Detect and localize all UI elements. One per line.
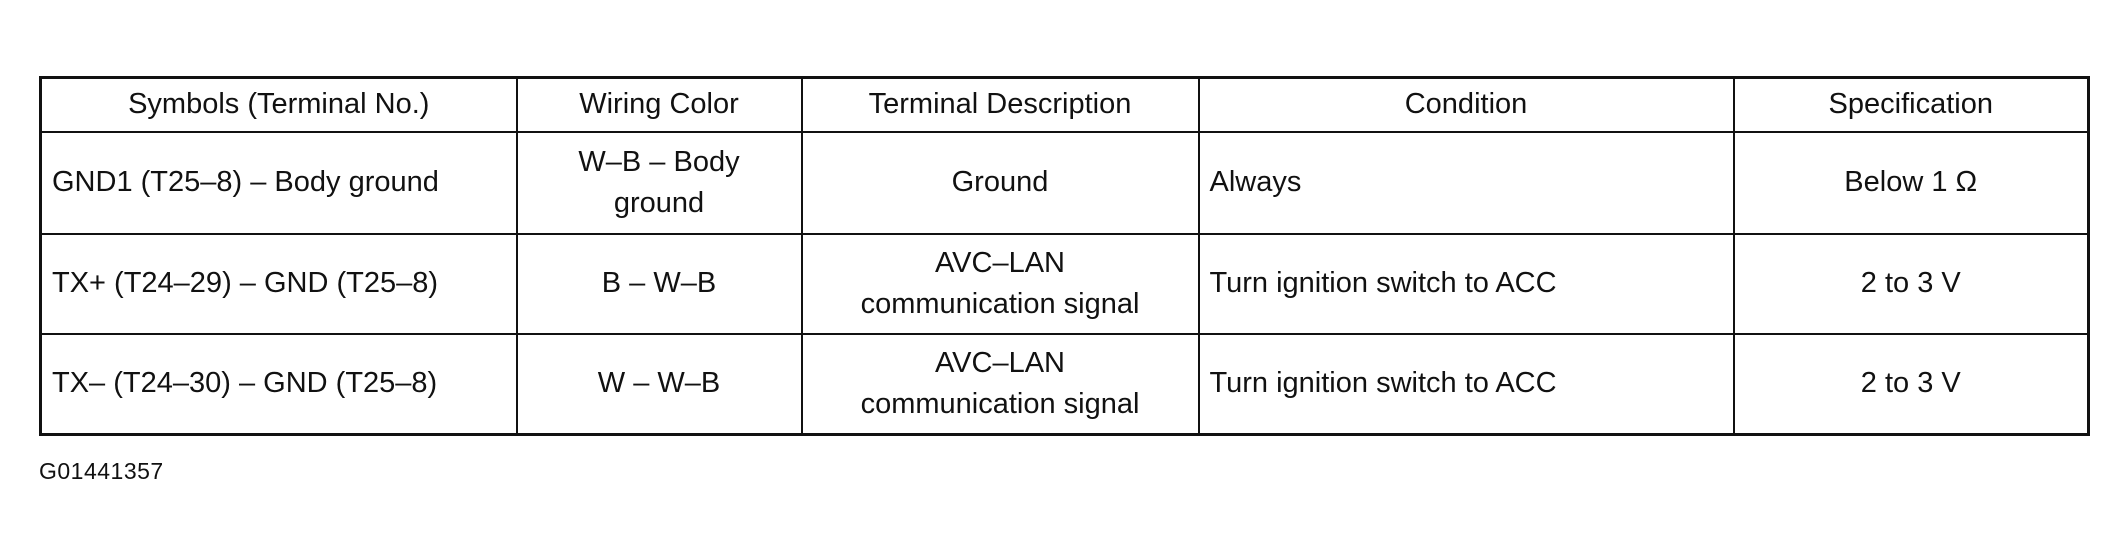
header-specification: Specification <box>1732 76 2090 133</box>
condition-text: Always <box>1209 166 1302 199</box>
wiring-color-line1: B – W–B <box>601 267 717 300</box>
symbols-text: TX+ (T24–29) – GND (T25–8) <box>52 267 439 300</box>
specification-text: 2 to 3 V <box>1860 267 1961 300</box>
cell-specification: 2 to 3 V <box>1732 233 2090 335</box>
table-row: GND1 (T25–8) – Body ground W–B – Body gr… <box>39 131 2090 235</box>
cell-specification: Below 1 Ω <box>1732 131 2090 235</box>
header-condition: Condition <box>1197 76 1735 133</box>
terminal-description-line1: AVC–LAN <box>934 246 1066 279</box>
condition-text: Turn ignition switch to ACC <box>1209 367 1557 400</box>
cell-terminal-description: AVC–LAN communication signal <box>800 333 1200 436</box>
specification-text: 2 to 3 V <box>1860 367 1961 400</box>
cell-symbols: TX– (T24–30) – GND (T25–8) <box>39 333 518 436</box>
table-row: TX– (T24–30) – GND (T25–8) W – W–B AVC–L… <box>39 333 2090 436</box>
terminal-description-line2: communication signal <box>860 388 1140 420</box>
header-terminal-description: Terminal Description <box>800 76 1200 133</box>
symbols-text: GND1 (T25–8) – Body ground <box>52 166 439 199</box>
terminal-description-line1: AVC–LAN <box>934 346 1066 379</box>
header-wiring-color: Wiring Color <box>515 76 803 133</box>
wiring-color-line1: W–B – Body <box>578 145 740 178</box>
terminal-description-line1: Ground <box>951 166 1049 199</box>
cell-symbols: GND1 (T25–8) – Body ground <box>39 131 518 235</box>
cell-wiring-color: B – W–B <box>515 233 803 335</box>
header-symbols: Symbols (Terminal No.) <box>39 76 518 133</box>
cell-wiring-color: W – W–B <box>515 333 803 436</box>
cell-wiring-color: W–B – Body ground <box>515 131 803 235</box>
terminal-spec-table: Symbols (Terminal No.) Wiring Color Term… <box>39 76 2090 436</box>
cell-condition: Turn ignition switch to ACC <box>1197 333 1735 436</box>
cell-terminal-description: AVC–LAN communication signal <box>800 233 1200 335</box>
cell-condition: Turn ignition switch to ACC <box>1197 233 1735 335</box>
symbols-text: TX– (T24–30) – GND (T25–8) <box>52 367 438 400</box>
cell-symbols: TX+ (T24–29) – GND (T25–8) <box>39 233 518 335</box>
terminal-description-line2: communication signal <box>860 288 1140 320</box>
cell-condition: Always <box>1197 131 1735 235</box>
table-header-row: Symbols (Terminal No.) Wiring Color Term… <box>39 76 2090 133</box>
cell-specification: 2 to 3 V <box>1732 333 2090 436</box>
table-row: TX+ (T24–29) – GND (T25–8) B – W–B AVC–L… <box>39 233 2090 335</box>
cell-terminal-description: Ground <box>800 131 1200 235</box>
wiring-color-line2: ground <box>613 187 705 219</box>
figure-code: G01441357 <box>39 458 164 484</box>
specification-text: Below 1 Ω <box>1844 166 1978 199</box>
condition-text: Turn ignition switch to ACC <box>1209 267 1557 300</box>
wiring-color-line1: W – W–B <box>597 367 721 400</box>
